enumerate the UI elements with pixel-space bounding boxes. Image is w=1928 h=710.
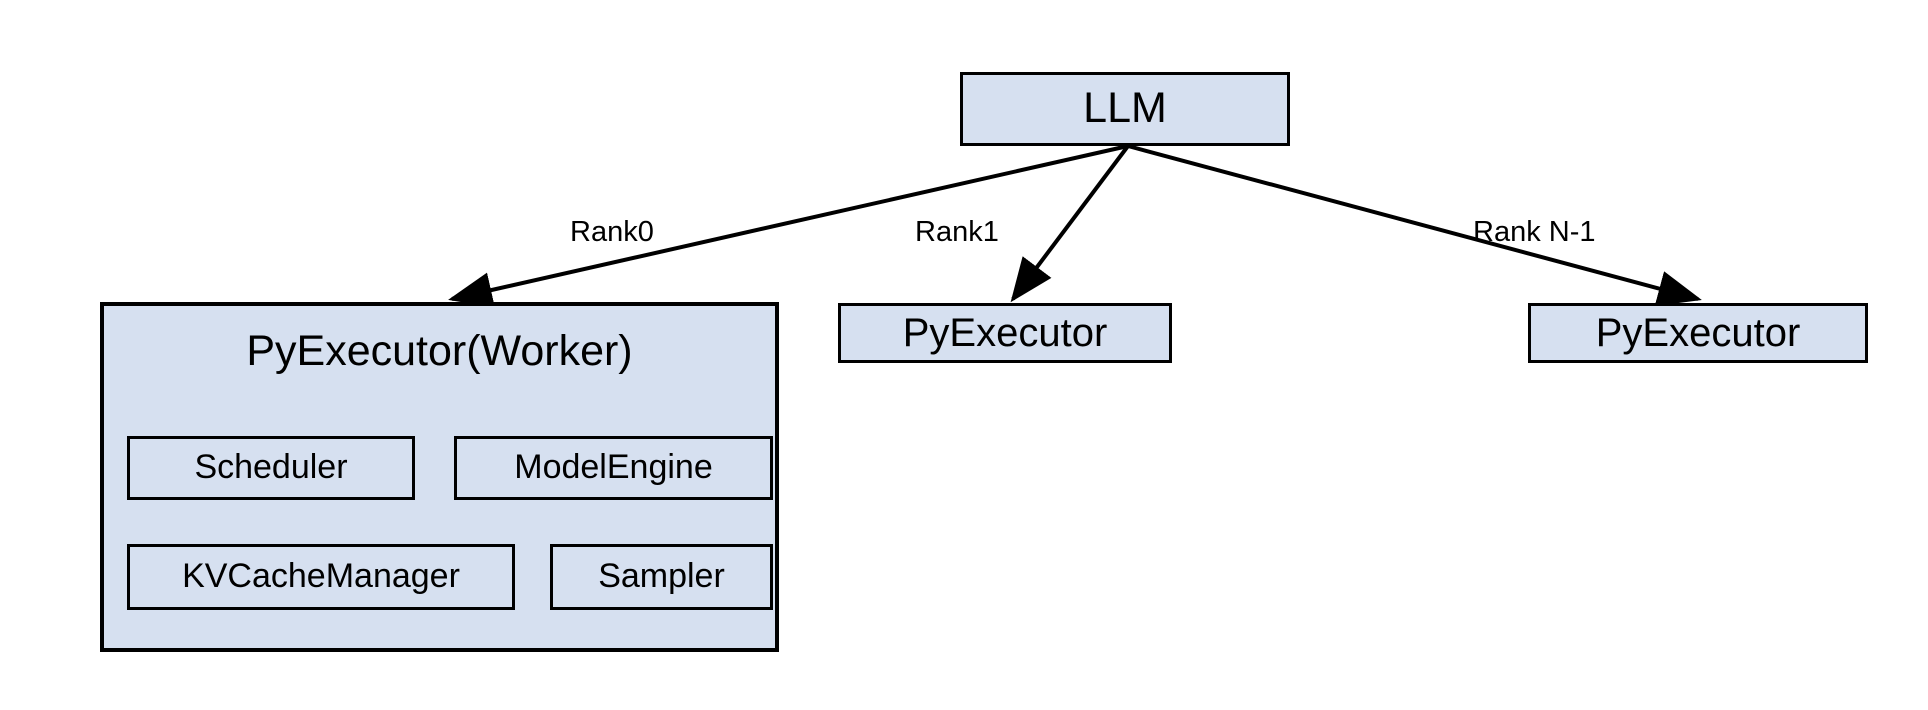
node-model-engine[interactable]: ModelEngine (454, 436, 773, 500)
edge-label-rank-n-minus-1: Rank N-1 (1473, 216, 1596, 248)
node-pyexecutor-worker-label: PyExecutor(Worker) (246, 327, 633, 375)
node-kv-cache-manager[interactable]: KVCacheManager (127, 544, 515, 610)
node-llm[interactable]: LLM (960, 72, 1290, 146)
edge-llm-to-worker (448, 144, 1129, 308)
node-pyexecutor-rankn[interactable]: PyExecutor (1528, 303, 1868, 363)
edge-llm-to-executor-rank1 (1010, 144, 1130, 303)
node-kv-cache-manager-label: KVCacheManager (182, 557, 460, 596)
node-pyexecutor-rankn-label: PyExecutor (1595, 311, 1801, 355)
node-pyexecutor-worker[interactable]: PyExecutor(Worker) Scheduler ModelEngine… (100, 302, 779, 652)
edge-label-rank0: Rank0 (570, 216, 654, 248)
edge-label-rank1: Rank1 (915, 216, 999, 248)
node-sampler[interactable]: Sampler (550, 544, 773, 610)
node-model-engine-label: ModelEngine (514, 448, 713, 487)
node-llm-label: LLM (1083, 84, 1167, 133)
edge-llm-to-executor-rankn (1127, 144, 1702, 307)
node-sampler-label: Sampler (598, 557, 725, 596)
node-pyexecutor-rank1[interactable]: PyExecutor (838, 303, 1172, 363)
node-scheduler-label: Scheduler (194, 448, 348, 487)
node-scheduler[interactable]: Scheduler (127, 436, 415, 500)
node-pyexecutor-rank1-label: PyExecutor (902, 311, 1108, 355)
